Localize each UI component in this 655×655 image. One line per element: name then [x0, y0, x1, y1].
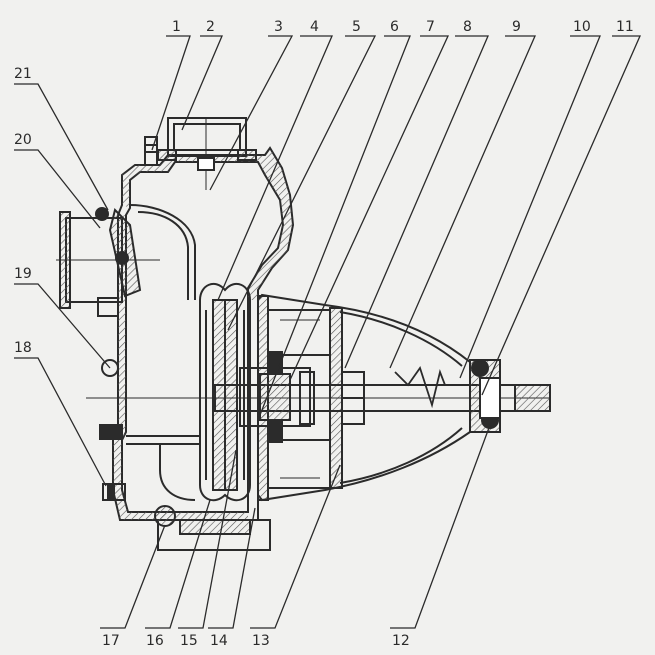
callout-13: 13	[252, 633, 270, 649]
callout-19: 19	[14, 266, 32, 282]
callout-10: 10	[573, 19, 591, 35]
callout-3: 3	[274, 19, 283, 35]
callout-11: 11	[616, 19, 634, 35]
leader-lines	[14, 35, 641, 629]
lower-drain	[102, 483, 271, 551]
inner-bearing	[341, 371, 365, 425]
mechanical-seal	[239, 351, 315, 443]
outer-bearing	[469, 359, 501, 433]
fill-port-cap	[157, 117, 257, 190]
callout-9: 9	[512, 19, 521, 35]
casing-bolts	[86, 359, 215, 501]
callout-2: 2	[206, 19, 215, 35]
callout-6: 6	[390, 19, 399, 35]
callout-17: 17	[102, 633, 120, 649]
callout-4: 4	[310, 19, 319, 35]
callout-labels: 1 2 3 4 5 6 7 8 9 10 11 21 20 19 18 17 1…	[14, 19, 634, 649]
impeller	[199, 282, 251, 502]
callout-21: 21	[14, 66, 32, 82]
callout-7: 7	[426, 19, 435, 35]
callout-1: 1	[172, 19, 181, 35]
callout-8: 8	[463, 19, 472, 35]
check-valve	[95, 204, 196, 300]
callout-20: 20	[14, 132, 32, 148]
callout-18: 18	[14, 340, 32, 356]
callout-16: 16	[146, 633, 164, 649]
callout-15: 15	[180, 633, 198, 649]
vent-plug	[144, 136, 158, 166]
suction-inlet	[56, 211, 160, 317]
callout-12: 12	[392, 633, 410, 649]
callout-14: 14	[210, 633, 228, 649]
callout-5: 5	[352, 19, 361, 35]
